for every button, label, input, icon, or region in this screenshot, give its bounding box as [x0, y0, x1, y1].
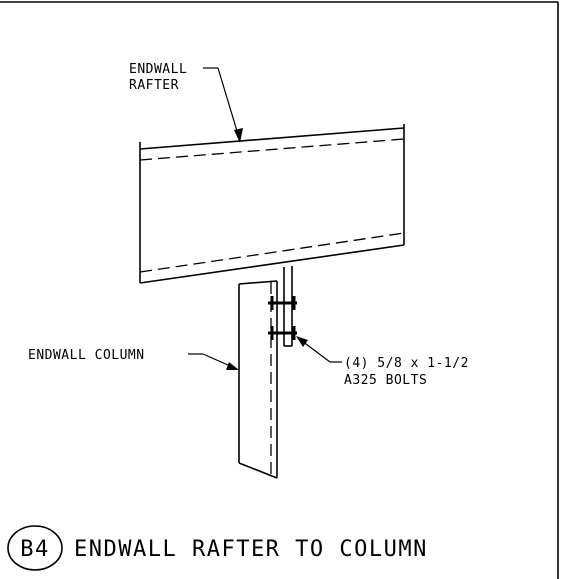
detail-tag: B4 [20, 537, 50, 562]
endwall-rafter [139, 124, 405, 284]
rafter-label-line2: RAFTER [129, 78, 179, 93]
column-label: ENDWALL COLUMN [28, 348, 145, 363]
endwall-column [238, 280, 278, 479]
bolt-lower [268, 326, 297, 340]
rafter-leader [203, 67, 243, 143]
detail-title: ENDWALL RAFTER TO COLUMN [74, 537, 428, 562]
bolt-upper [268, 296, 297, 310]
bolts-label-line1: (4) 5/8 x 1-1/2 [344, 356, 469, 371]
column-leader [188, 353, 239, 370]
bolts-leader [296, 336, 342, 363]
rafter-label-line1: ENDWALL [129, 62, 187, 77]
detail-tag-bubble [7, 525, 63, 571]
bolts-label-line2: A325 BOLTS [344, 373, 427, 388]
